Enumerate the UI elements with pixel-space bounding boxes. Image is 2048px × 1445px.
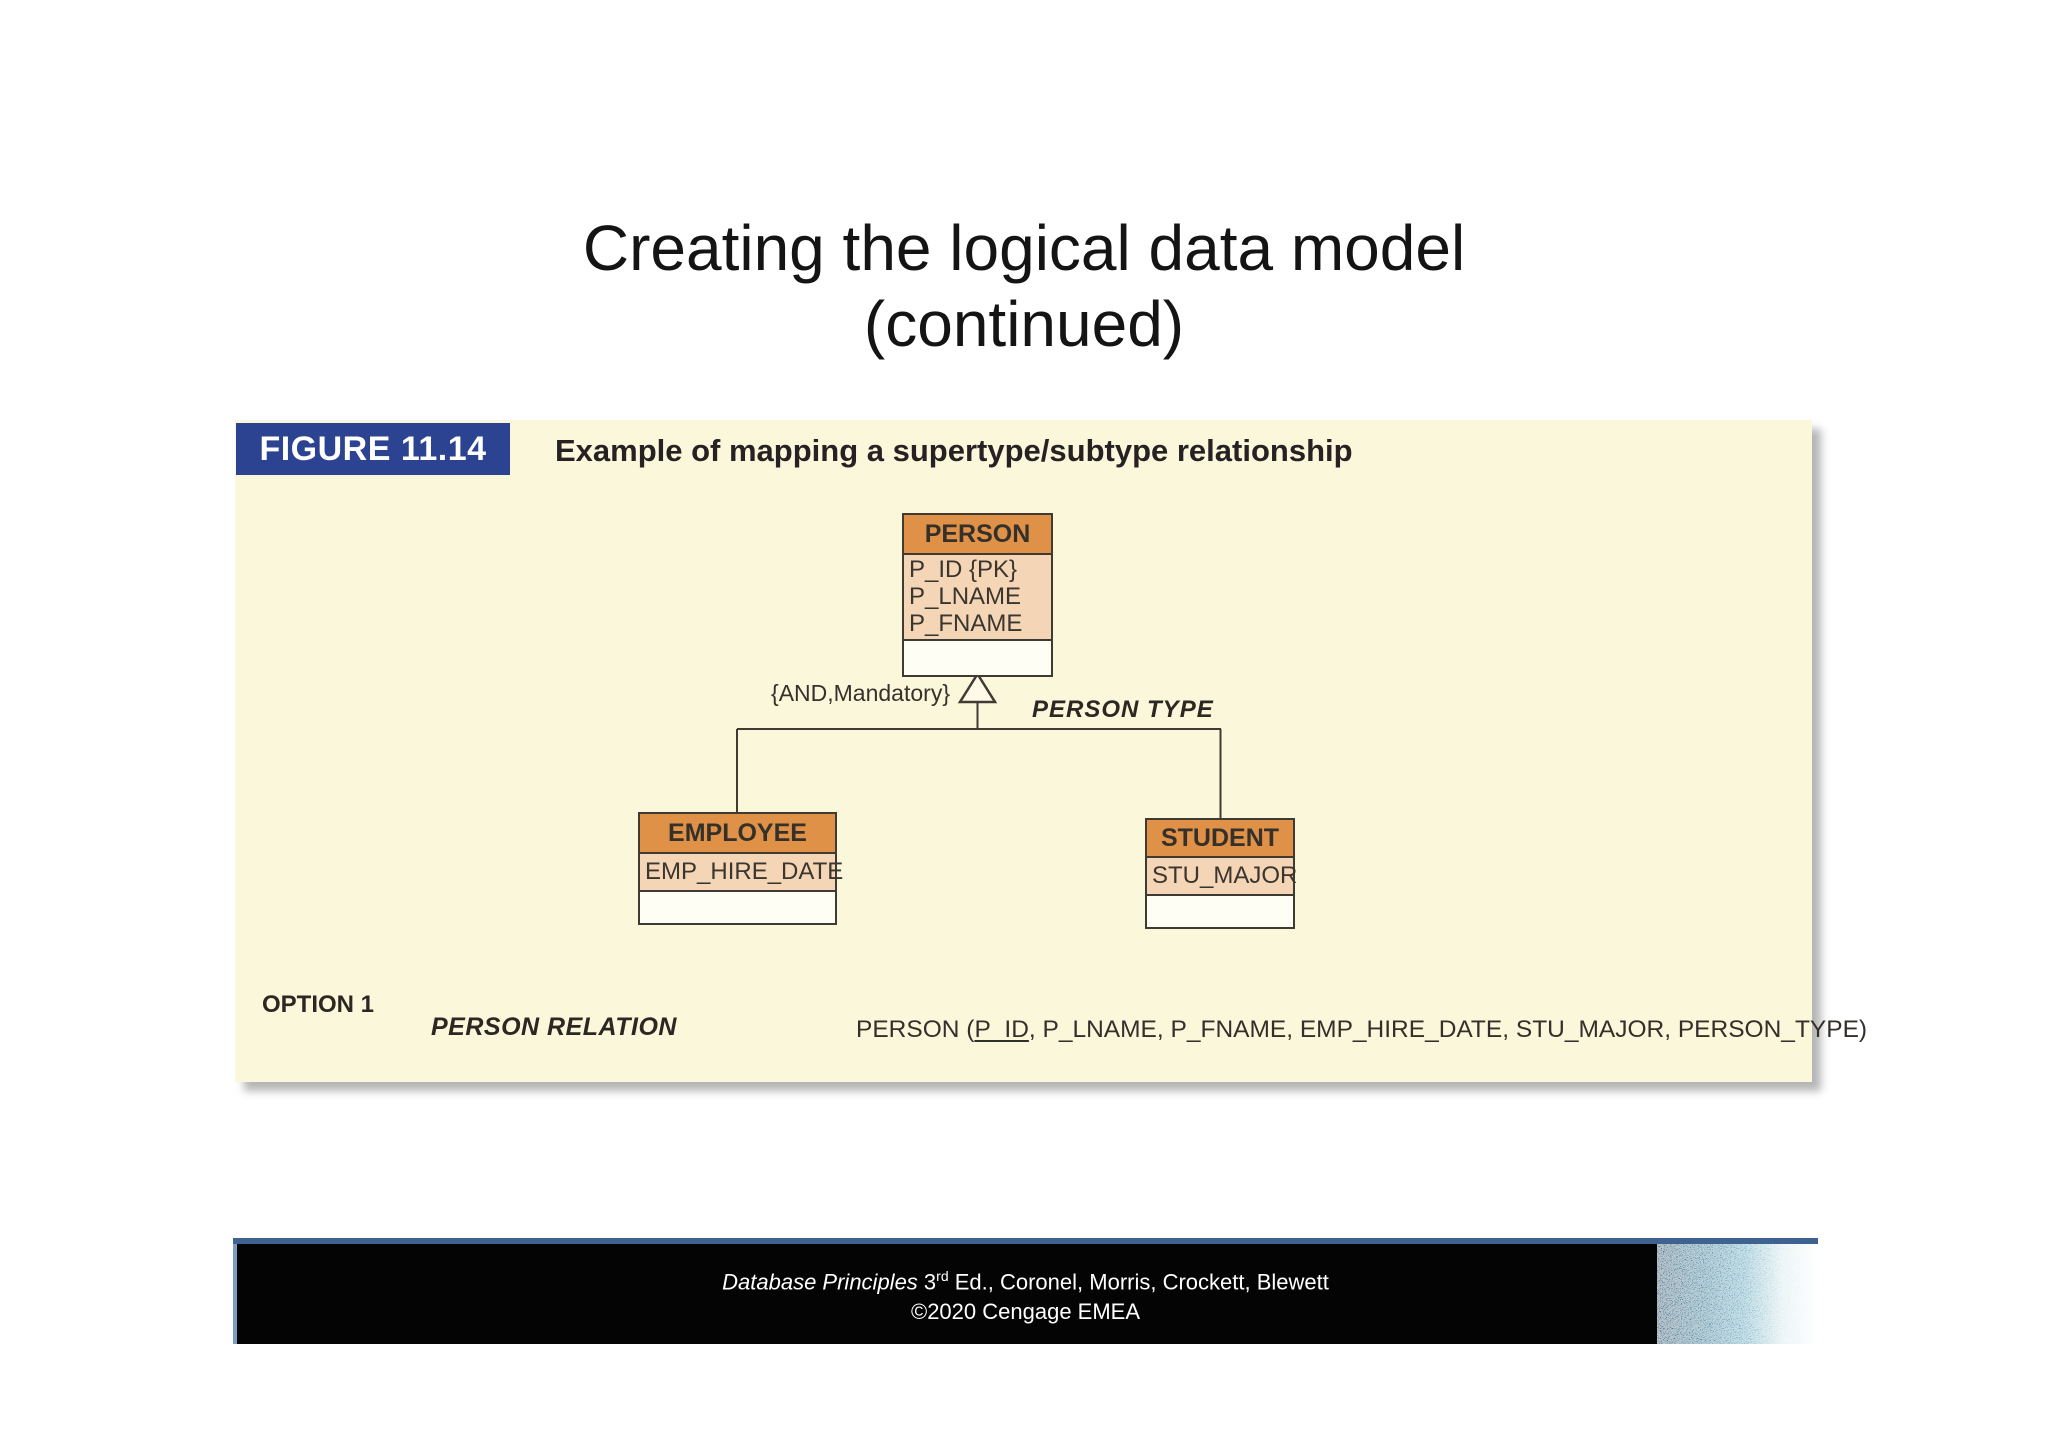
relation-rest: , P_LNAME, P_FNAME, EMP_HIRE_DATE, STU_M…	[1028, 1016, 1868, 1043]
slide-title: Creating the logical data model (continu…	[0, 210, 2048, 362]
footer-decorative-image	[1657, 1244, 1818, 1344]
option-label: OPTION 1	[262, 991, 375, 1018]
relationship-label: PERSON TYPE	[1032, 696, 1214, 723]
attribute: P_LNAME	[909, 583, 1022, 610]
entity-employee: EMPLOYEE EMP_HIRE_DATE	[638, 812, 844, 925]
entity-employee-attributes: EMP_HIRE_DATE	[640, 854, 844, 892]
relation-schema-text: PERSON (P_ID, P_LNAME, P_FNAME, EMP_HIRE…	[856, 1016, 1867, 1044]
figure-panel: FIGURE 11.14 Example of mapping a supert…	[235, 420, 1867, 1082]
figure-caption: Example of mapping a supertype/subtype r…	[555, 433, 1353, 468]
edition-number: 3	[917, 1269, 937, 1295]
edition-ordinal: rd	[936, 1267, 949, 1284]
entity-person-methods-empty	[904, 641, 1051, 675]
footer-bar	[233, 1244, 1657, 1344]
constraint-label: {AND,Mandatory}	[771, 680, 950, 706]
subtype-triangle-symbol	[957, 671, 998, 704]
entity-person-name: PERSON	[904, 515, 1051, 555]
book-title: Database Principles	[722, 1269, 918, 1295]
authors: Ed., Coronel, Morris, Crockett, Blewett	[948, 1269, 1329, 1295]
entity-employee-methods-empty	[640, 892, 835, 923]
entity-student-name: STUDENT	[1147, 820, 1293, 858]
entity-employee-name: EMPLOYEE	[640, 814, 835, 854]
footer-copyright-line: ©2020 Cengage EMEA	[910, 1299, 1141, 1325]
attribute: STU_MAJOR	[1152, 862, 1298, 889]
attribute: P_ID {PK}	[909, 556, 1018, 583]
supertype-subtype-connectors	[736, 671, 1222, 818]
relation-name-label: PERSON RELATION	[431, 1013, 677, 1041]
slide-title-line1: Creating the logical data model	[582, 212, 1466, 284]
entity-person: PERSON P_ID {PK} P_LNAME P_FNAME	[902, 513, 1053, 677]
footer-credit-line: Database Principles 3rd Ed., Coronel, Mo…	[722, 1261, 1329, 1297]
relation-primary-key: P_ID	[974, 1016, 1029, 1043]
footer-accent-line	[233, 1238, 1818, 1244]
figure-number-label: FIGURE 11.14	[236, 423, 510, 475]
slide-title-line2: (continued)	[863, 288, 1185, 360]
relation-prefix: PERSON (	[856, 1016, 975, 1043]
attribute: EMP_HIRE_DATE	[645, 858, 844, 885]
entity-student: STUDENT STU_MAJOR	[1145, 818, 1298, 929]
entity-student-methods-empty	[1147, 896, 1293, 927]
slide-footer: Database Principles 3rd Ed., Coronel, Mo…	[233, 1238, 1818, 1344]
entity-student-attributes: STU_MAJOR	[1147, 858, 1298, 896]
footer-credits: Database Principles 3rd Ed., Coronel, Mo…	[233, 1244, 1818, 1344]
attribute: P_FNAME	[909, 610, 1023, 637]
entity-person-attributes: P_ID {PK} P_LNAME P_FNAME	[904, 555, 1051, 641]
